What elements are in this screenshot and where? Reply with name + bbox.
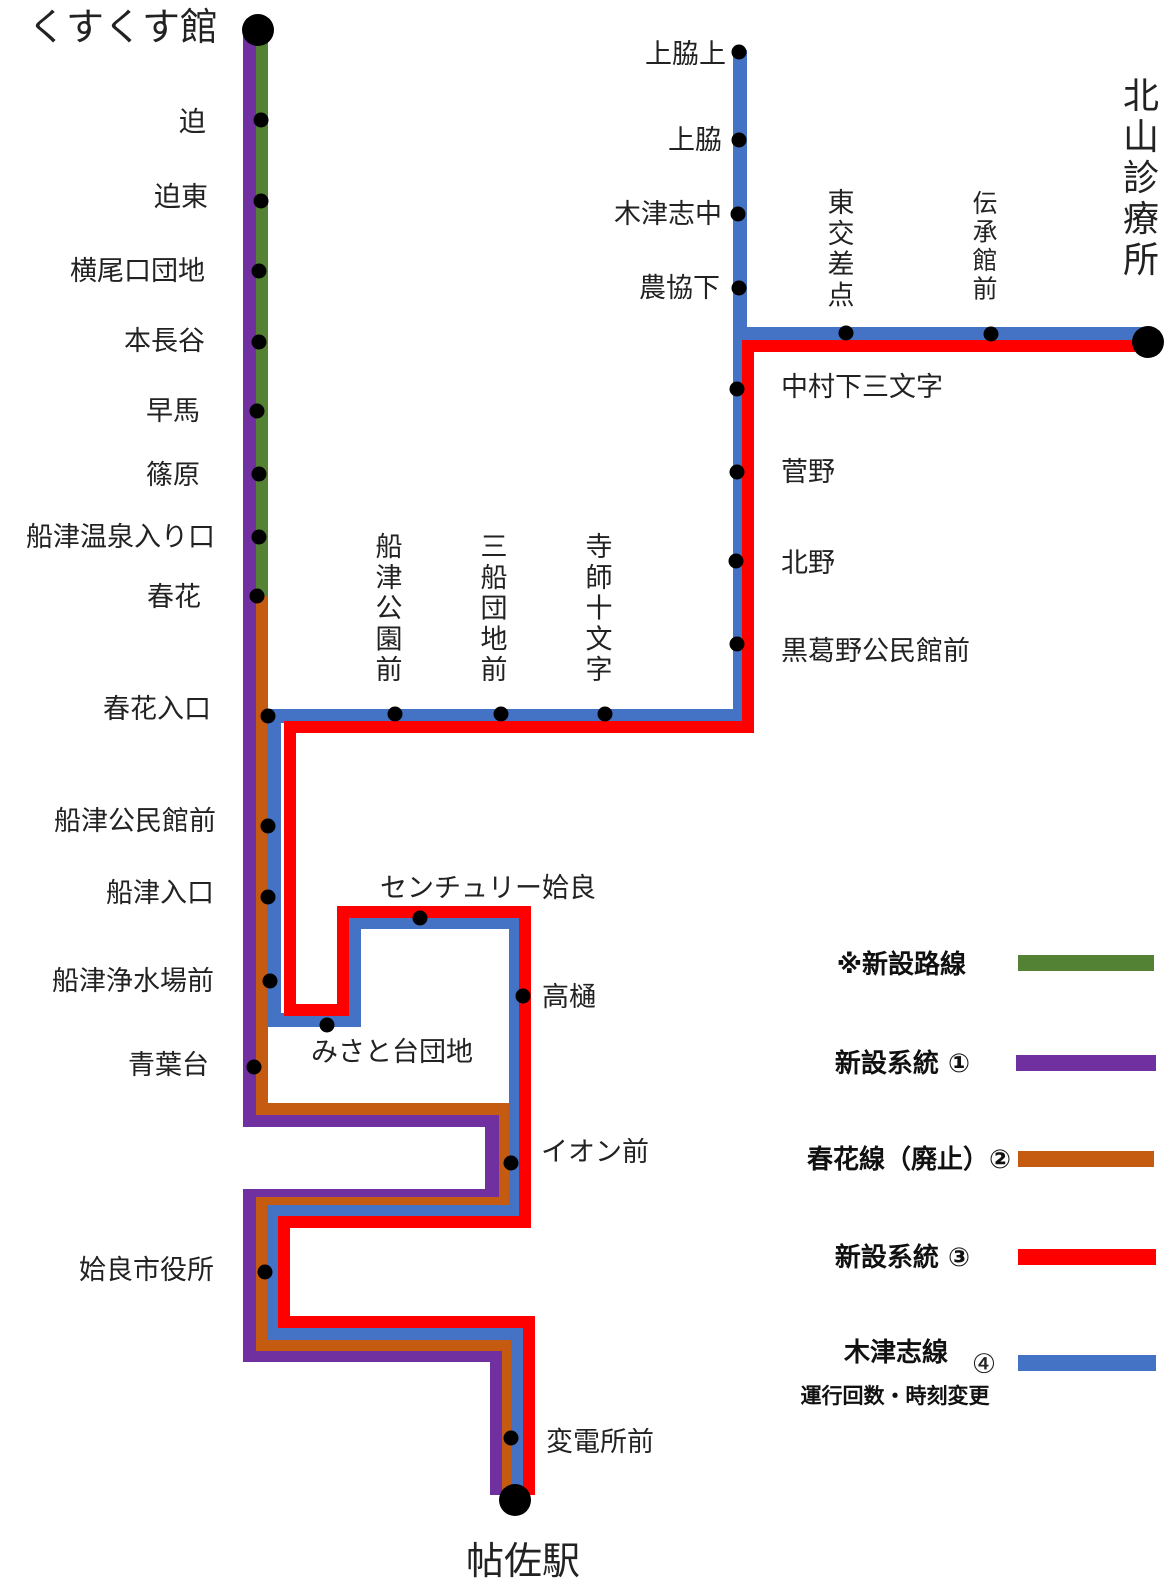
stop-label: 農協下	[639, 273, 720, 304]
stop-dot	[251, 334, 267, 350]
stop-label: 船津浄水場前	[52, 966, 214, 997]
legend-number-system-4: ④	[972, 1349, 996, 1380]
stop-dot	[260, 818, 276, 834]
stop-label: 篠原	[146, 460, 200, 491]
stop-label: イオン前	[541, 1137, 649, 1168]
route-2-line	[256, 596, 514, 1495]
legend-label-system-1: 新設系統 ①	[835, 1048, 970, 1079]
stop-label-vertical: 船津公園前	[376, 532, 403, 686]
legend-note-system-4: 運行回数・時刻変更	[801, 1384, 991, 1408]
stop-dot	[503, 1430, 519, 1446]
stop-dot	[597, 706, 613, 722]
legend: ※新設路線 新設系統 ① 春花線（廃止）② 新設系統 ③ 木津志線 ④ 運行回数…	[801, 949, 1156, 1408]
route-4-line	[733, 50, 1148, 341]
loop-labels: センチュリー姶良 みさと台団地 高樋 イオン前 変電所前	[311, 873, 654, 1458]
stop-dot	[503, 1155, 519, 1171]
legend-label-system-4: 木津志線	[843, 1337, 948, 1368]
stop-label: 迫東	[154, 182, 208, 213]
stop-label: 船津温泉入り口	[26, 522, 215, 553]
stop-label: 高樋	[542, 982, 596, 1013]
stop-label: 変電所前	[546, 1427, 654, 1458]
stop-label: 船津公民館前	[54, 806, 216, 837]
stop-dot	[412, 910, 428, 926]
stop-label: 春花入口	[103, 694, 211, 725]
stop-dot	[729, 636, 745, 652]
stop-label-vertical: 寺師十文字	[586, 532, 613, 686]
stop-dot	[249, 403, 265, 419]
stop-dot	[257, 1264, 273, 1280]
stop-dot	[983, 326, 999, 342]
stops	[242, 14, 1164, 1516]
stop-dot	[493, 706, 509, 722]
stop-dot	[731, 44, 747, 60]
stop-dot	[246, 1059, 262, 1075]
stop-dot	[728, 553, 744, 569]
stop-label: 青葉台	[128, 1050, 209, 1081]
stop-label: 木津志中	[614, 199, 722, 230]
kizushi-labels: 上脇上 上脇 木津志中 農協下 中村下三文字 菅野 北野 黒葛野公民館前	[614, 39, 970, 667]
left-labels: 迫 迫東 横尾口団地 本長谷 早馬 篠原 船津温泉入り口 春花 春花入口 船津公…	[26, 107, 216, 1286]
stop-dot	[249, 588, 265, 604]
stop-label-vertical: 伝承館前	[972, 189, 997, 304]
terminal-dot-kitayama	[1132, 326, 1164, 358]
route-lines	[243, 30, 1148, 1495]
terminal-dot-kusukusu	[242, 14, 274, 46]
stop-label: 横尾口団地	[70, 256, 205, 287]
stop-label: 春花	[147, 582, 201, 613]
stop-dot	[730, 206, 746, 222]
stop-dot	[251, 466, 267, 482]
terminal-label-chosa: 帖佐駅	[466, 1539, 580, 1583]
stop-label: 姶良市役所	[79, 1255, 214, 1286]
stop-dot	[253, 193, 269, 209]
stop-dot	[251, 263, 267, 279]
stop-label: 上脇	[668, 125, 722, 156]
stop-label: 早馬	[146, 396, 200, 427]
route-3-line	[278, 340, 1148, 1495]
vertical-labels: 船津公園前 三船団地前 寺師十文字 東交差点 伝承館前	[376, 188, 998, 686]
stop-label: 黒葛野公民館前	[781, 636, 970, 667]
stop-dot	[731, 280, 747, 296]
stop-label: 船津入口	[106, 878, 214, 909]
stop-label-vertical: 三船団地前	[481, 532, 508, 686]
stop-dot	[838, 325, 854, 341]
terminal-label-kusukusu: くすくす館	[28, 5, 218, 49]
stop-dot	[319, 1017, 335, 1033]
stop-dot	[387, 706, 403, 722]
stop-dot	[515, 988, 531, 1004]
stop-label: センチュリー姶良	[380, 873, 596, 904]
stop-label-vertical: 東交差点	[828, 188, 855, 311]
stop-label: 北野	[781, 548, 835, 579]
legend-label-new-route: ※新設路線	[837, 949, 966, 980]
stop-dot	[729, 464, 745, 480]
stop-label: 迫	[179, 107, 206, 138]
stop-label: 菅野	[781, 457, 835, 488]
route-1-line	[243, 30, 504, 1495]
stop-dot	[251, 529, 267, 545]
terminal-label-kitayama: 北山診療所	[1123, 76, 1159, 281]
route-4-line-main	[267, 334, 747, 1495]
stop-dot	[262, 973, 278, 989]
stop-dot	[729, 381, 745, 397]
stop-dot	[260, 708, 276, 724]
stop-label: 中村下三文字	[781, 372, 943, 403]
stop-dot	[260, 889, 276, 905]
legend-label-system-2: 春花線（廃止）②	[807, 1144, 1011, 1175]
stop-label: 上脇上	[645, 39, 726, 70]
stop-label: みさと台団地	[311, 1037, 473, 1068]
terminal-dot-chosa	[499, 1484, 531, 1516]
stop-dot	[731, 132, 747, 148]
stop-label: 本長谷	[124, 326, 205, 357]
legend-label-system-3: 新設系統 ③	[835, 1242, 970, 1273]
stop-dot	[253, 112, 269, 128]
